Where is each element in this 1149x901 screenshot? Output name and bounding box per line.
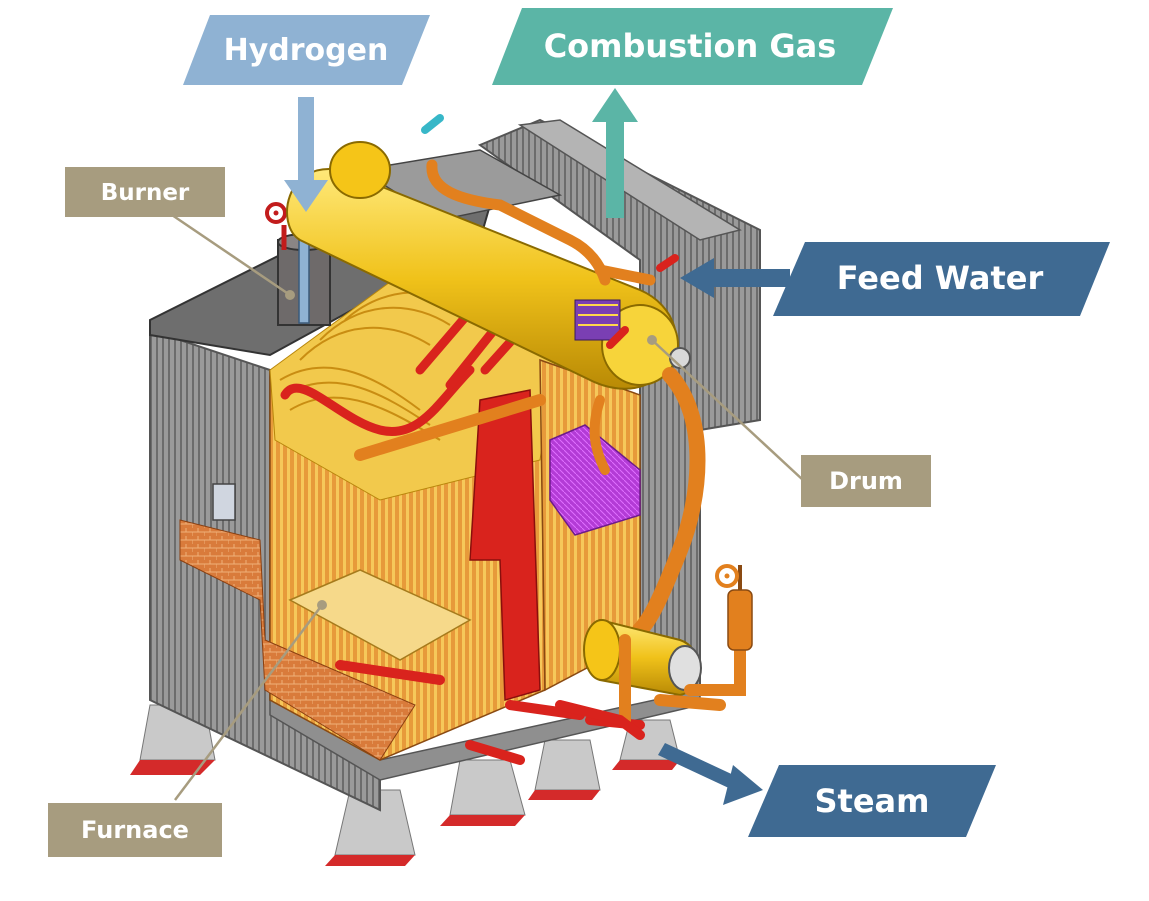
boiler-illustration: [130, 114, 761, 866]
hydrogen-arrow: [284, 97, 328, 212]
feed-water-tag: Feed Water: [773, 242, 1110, 316]
burner-label: Burner: [101, 180, 190, 206]
combustion-gas-arrow: [592, 88, 638, 218]
orange-header-pipe: [354, 394, 546, 461]
mud-drum: [583, 618, 702, 697]
steam-tag: Steam: [748, 765, 996, 837]
burner-tag: Burner: [65, 167, 225, 217]
furnace-label: Furnace: [81, 816, 189, 844]
steam-valve-icon: [715, 564, 753, 651]
vent-pipe: [421, 114, 444, 134]
steam-label: Steam: [815, 782, 930, 820]
steam-outlet-piping: [619, 634, 746, 726]
drum-label: Drum: [829, 467, 903, 495]
combustion-gas-label: Combustion Gas: [544, 27, 837, 65]
burner-leader: [171, 213, 291, 297]
superheater: [549, 424, 641, 536]
furnace-leader: [174, 604, 323, 801]
hydrogen-tag: Hydrogen: [183, 15, 430, 85]
downcomer-pipe: [632, 367, 706, 638]
feed-inlet-pipe: [606, 254, 679, 349]
drum-leader: [651, 339, 804, 481]
hydrogen-label: Hydrogen: [224, 33, 389, 68]
inspection-panel: [212, 483, 236, 521]
refractory-brick: [179, 519, 416, 761]
furnace-hearth: [288, 569, 472, 661]
drum-tag: Drum: [801, 455, 931, 507]
steam-arrow: [658, 743, 763, 805]
outlet-red-pipe: [555, 700, 645, 740]
red-downcomer: [469, 389, 541, 701]
feed-water-label: Feed Water: [837, 259, 1044, 297]
leader-dots: [285, 290, 657, 610]
furnace-tag: Furnace: [48, 803, 222, 857]
combustion-gas-tag: Combustion Gas: [492, 8, 893, 85]
riser-pipe: [589, 395, 610, 475]
leader-lines: [171, 213, 804, 801]
feed-water-arrow: [680, 258, 790, 298]
drum-pipes: [426, 159, 656, 286]
burner-valve-icon: [265, 202, 287, 250]
roof-duct: [517, 119, 742, 241]
